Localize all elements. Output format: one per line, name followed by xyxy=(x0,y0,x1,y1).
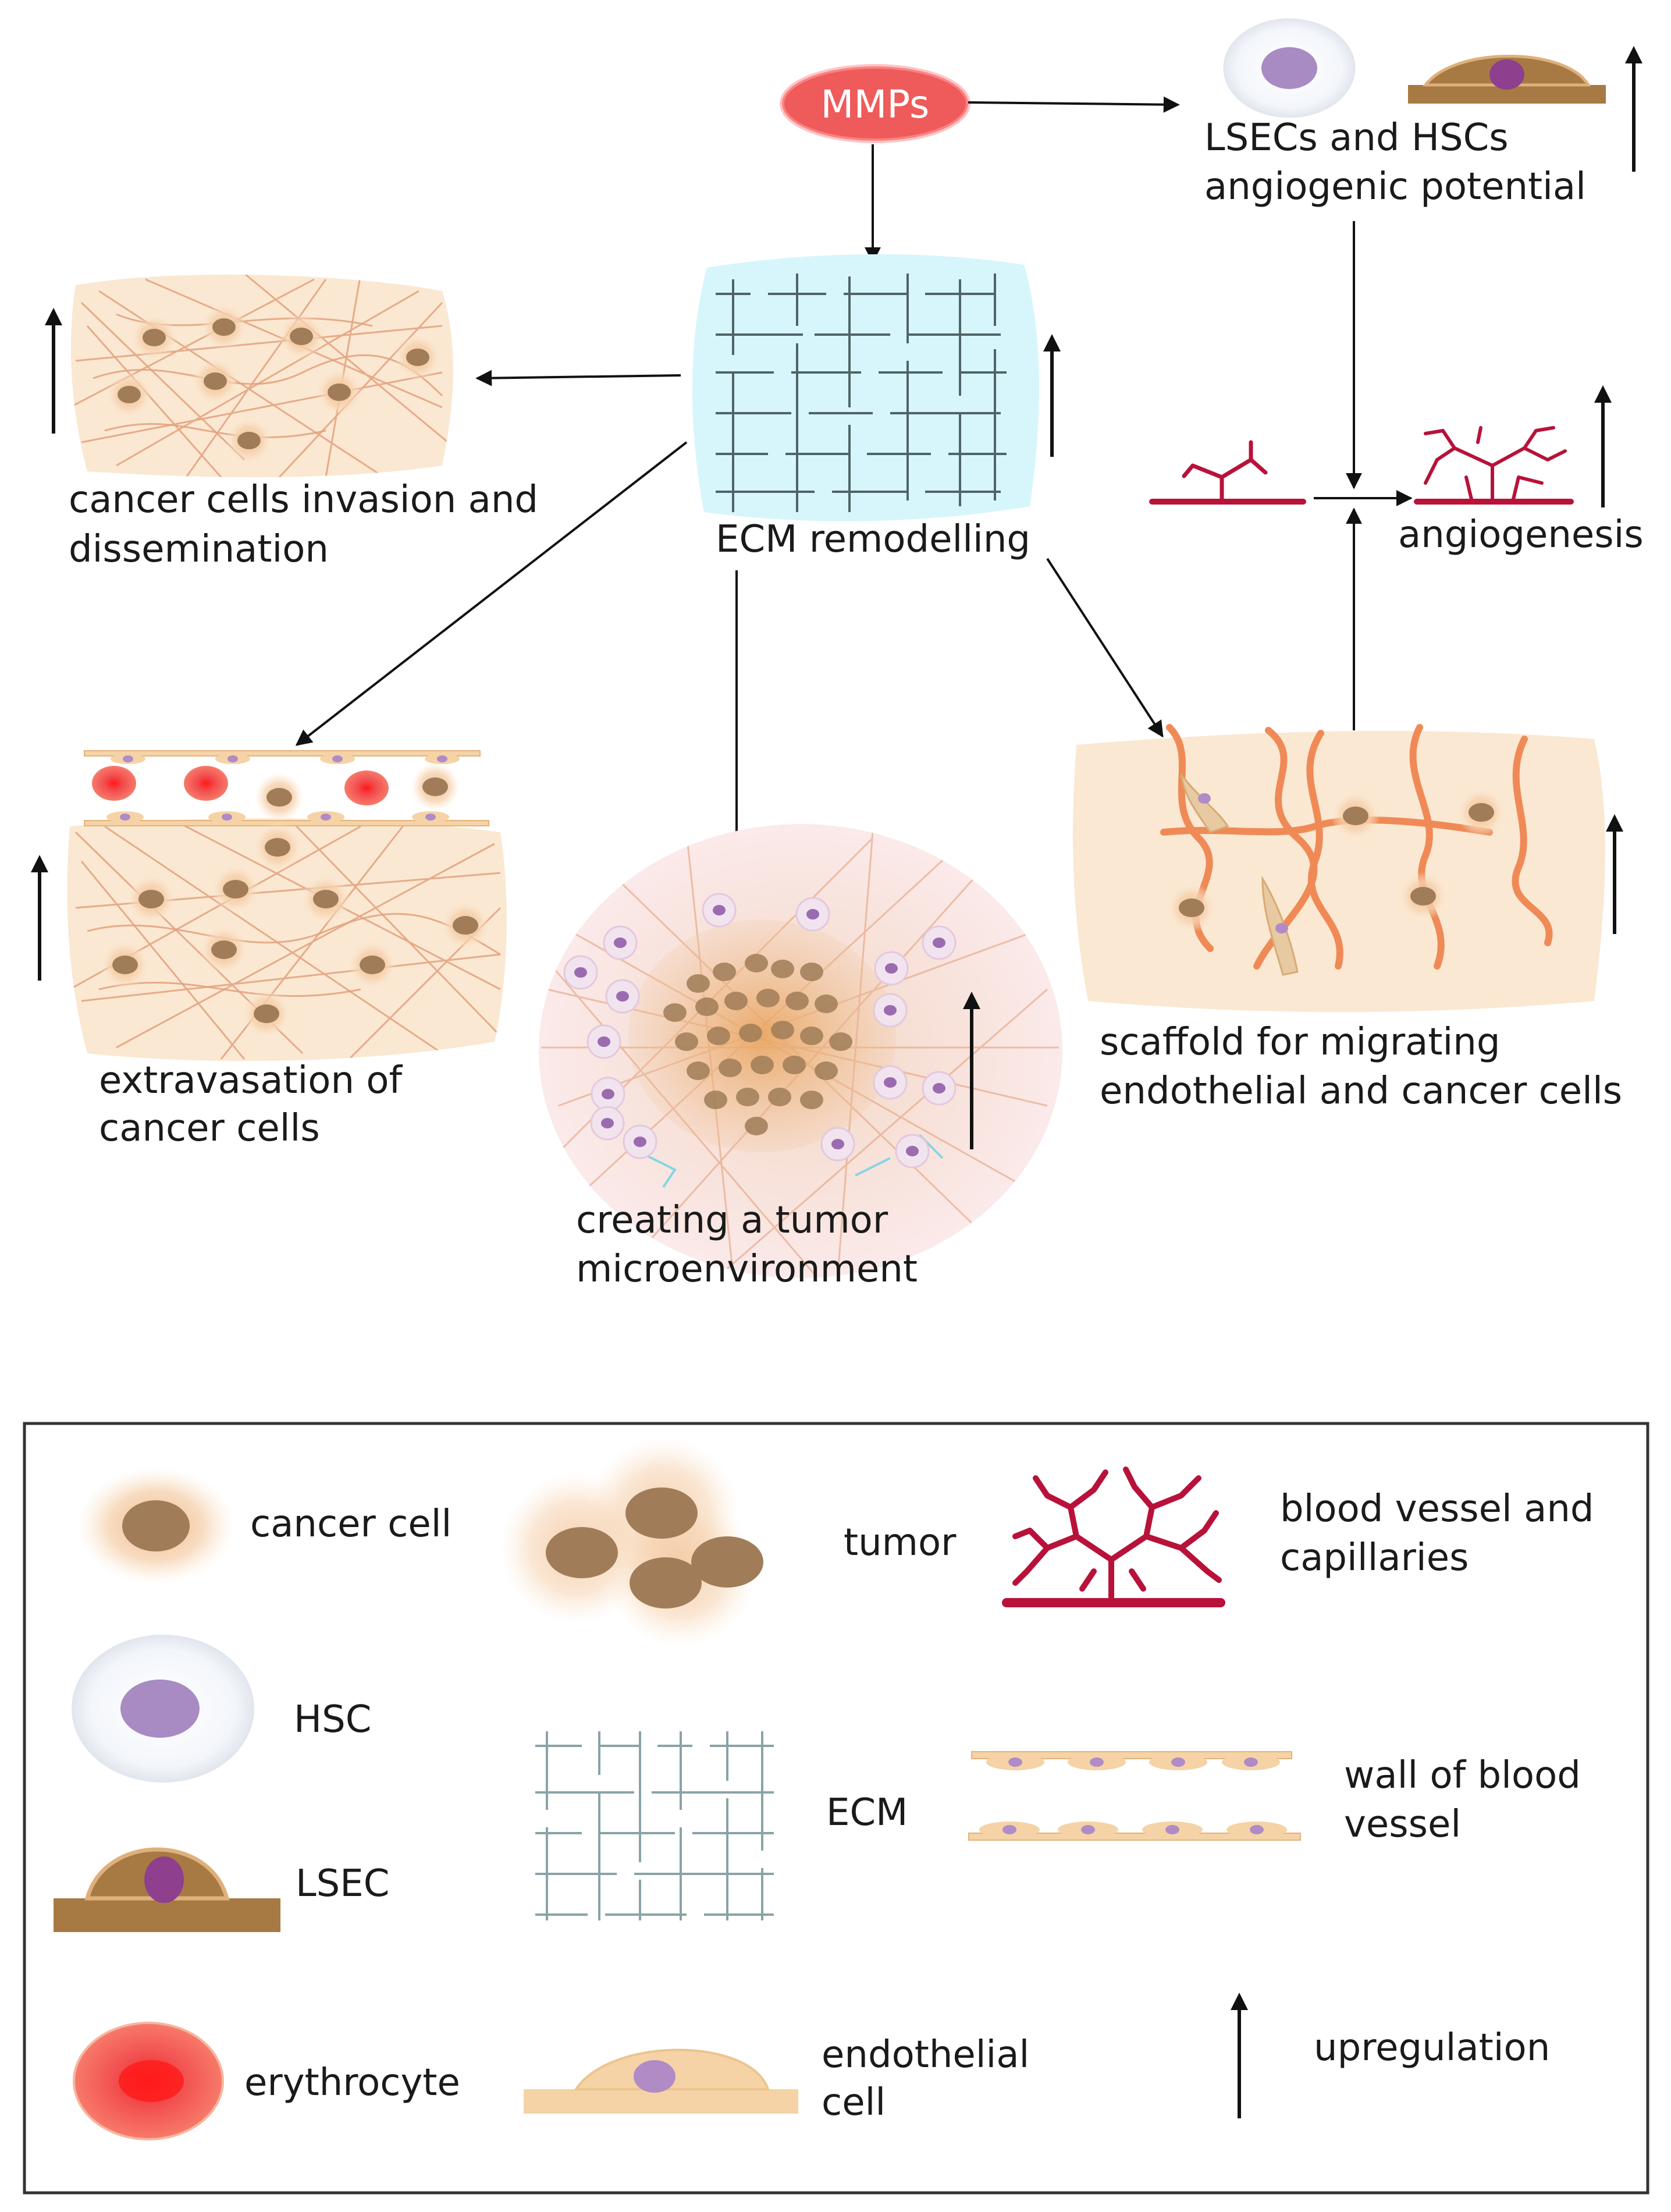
blood-vessel-icon xyxy=(1002,1467,1225,1607)
hsc-group xyxy=(563,893,957,1169)
scaffold-panel xyxy=(1073,724,1605,1012)
vessel-wall-top xyxy=(84,750,481,764)
legend-upregulation-label: upregulation xyxy=(1314,2026,1550,2069)
arrow-ecm-to-extravasation xyxy=(295,441,688,746)
arrow-ecm-to-scaffold xyxy=(1046,558,1164,738)
invasion-label-line1: cancer cells invasion and xyxy=(69,478,538,521)
extravasation-panel xyxy=(67,750,507,1061)
legend-hsc-label: HSC xyxy=(294,1698,371,1741)
ecm-grid-icon xyxy=(716,274,1007,512)
invasion-panel xyxy=(70,274,453,477)
ecm-remodelling-node: ECM remodelling xyxy=(692,254,1040,561)
legend-box xyxy=(23,1422,1649,2195)
legend-hsc: HSC xyxy=(72,1635,371,1783)
mmps-node: MMPs xyxy=(780,64,970,143)
arrow-ecm-to-invasion xyxy=(475,370,681,386)
small-capillary-icon xyxy=(1149,440,1306,505)
legend-wall-label-line1: wall of blood xyxy=(1344,1754,1581,1797)
legend-erythrocyte: erythrocyte xyxy=(73,2022,460,2140)
erythrocyte-icon xyxy=(73,2022,224,2140)
legend-erythrocyte-label: erythrocyte xyxy=(244,2061,460,2104)
endothelial-cell-icon xyxy=(524,2048,798,2114)
erythrocyte-group xyxy=(92,766,389,805)
legend-cancer-cell-label: cancer cell xyxy=(250,1503,451,1546)
extravasation-label-line2: cancer cells xyxy=(99,1107,320,1150)
angiogenesis-label: angiogenesis xyxy=(1398,513,1644,556)
legend-wall-label-line2: vessel xyxy=(1344,1803,1461,1846)
blood-vessel-icon xyxy=(1414,426,1574,505)
mmps-label: MMPs xyxy=(821,82,930,127)
invasion-label-line2: dissemination xyxy=(69,528,329,571)
lsec-hsc-label-line2: angiogenic potential xyxy=(1204,165,1586,208)
cancer-cell-group xyxy=(106,304,441,464)
cancer-cell-group xyxy=(101,762,490,1038)
legend-tumor-label: tumor xyxy=(844,1521,957,1564)
legend-endothelial: endothelial cell xyxy=(524,2033,1029,2124)
legend-endo-label-line2: cell xyxy=(822,2081,886,2124)
legend-upregulation: upregulation xyxy=(1231,1993,1550,2118)
ecm-grid-icon xyxy=(535,1731,774,1920)
lsec-hsc-label-line1: LSECs and HSCs xyxy=(1204,116,1509,159)
arrow-mmps-to-lsec xyxy=(968,96,1180,113)
tumor-microenvironment-panel xyxy=(539,824,1062,1278)
legend-ecm: ECM xyxy=(535,1731,908,1920)
hsc-icon xyxy=(72,1635,254,1783)
legend-blood-vessel: blood vessel and capillaries xyxy=(1002,1467,1594,1607)
hsc-icon xyxy=(1223,18,1356,118)
lsec-icon xyxy=(1408,55,1606,104)
tme-label-line1: creating a tumor xyxy=(576,1199,888,1242)
lsec-icon xyxy=(54,1847,280,1932)
scaffold-label-line2: endothelial and cancer cells xyxy=(1100,1070,1622,1113)
legend-vessel-label-line2: capillaries xyxy=(1280,1536,1469,1579)
tumor-icon xyxy=(663,954,852,1135)
legend-vessel-wall: wall of blood vessel xyxy=(968,1751,1581,1846)
legend-vessel-label-line1: blood vessel and xyxy=(1280,1487,1594,1531)
tme-label-line2: microenvironment xyxy=(576,1248,918,1291)
legend-lsec: LSEC xyxy=(54,1847,389,1932)
cancer-cell-group xyxy=(1167,788,1506,932)
vessel-wall-bottom xyxy=(84,811,489,826)
tumor-icon xyxy=(500,1437,763,1647)
legend-lsec-label: LSEC xyxy=(296,1862,389,1905)
ecm-remodelling-label: ECM remodelling xyxy=(716,518,1030,561)
vessel-wall-icon xyxy=(968,1751,1301,1841)
legend-cancer-cell: cancer cell xyxy=(77,1468,451,1584)
scaffold-label-line1: scaffold for migrating xyxy=(1100,1021,1500,1064)
legend-ecm-label: ECM xyxy=(826,1791,908,1834)
extravasation-label-line1: extravasation of xyxy=(99,1059,403,1102)
legend-tumor: tumor xyxy=(500,1437,957,1647)
legend-endo-label-line1: endothelial xyxy=(822,2033,1029,2076)
